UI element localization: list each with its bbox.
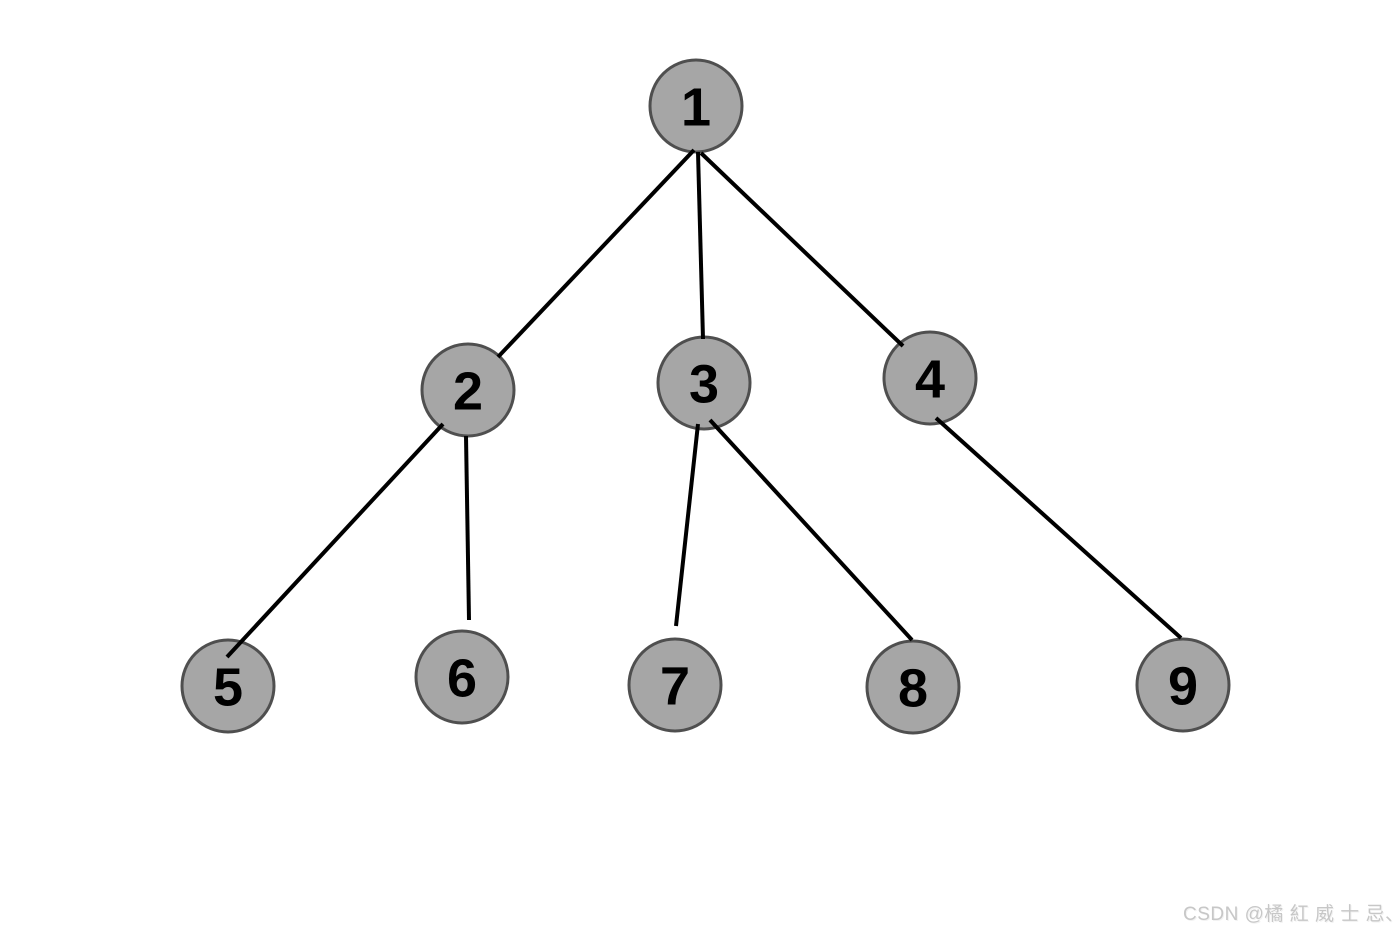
tree-edge-1-4 — [699, 151, 905, 348]
tree-node-5: 5 — [180, 638, 276, 734]
node-circle-6 — [414, 629, 510, 725]
tree-edge-1-3 — [696, 151, 705, 340]
tree-node-3: 3 — [656, 335, 752, 431]
node-label-5: 5 — [213, 657, 243, 717]
tree-edge-2-5 — [225, 422, 445, 659]
node-circle-7 — [627, 637, 723, 733]
tree-node-4: 4 — [882, 330, 978, 426]
tree-node-2: 2 — [420, 342, 516, 438]
tree-node-9: 9 — [1135, 637, 1231, 733]
tree-node-1: 1 — [648, 58, 744, 154]
node-circle-5 — [180, 638, 276, 734]
tree-edge-3-8 — [708, 418, 914, 642]
node-label-9: 9 — [1168, 656, 1198, 716]
node-circle-1 — [648, 58, 744, 154]
node-label-2: 2 — [453, 361, 483, 421]
node-circle-8 — [865, 639, 961, 735]
node-label-6: 6 — [447, 648, 477, 708]
tree-node-6: 6 — [414, 629, 510, 725]
node-label-7: 7 — [660, 656, 690, 716]
node-circle-4 — [882, 330, 978, 426]
watermark: CSDN @橘 紅 威 士 忌、 — [1183, 904, 1399, 925]
node-label-1: 1 — [681, 77, 711, 137]
tree-edge-4-9 — [934, 416, 1183, 640]
tree-edge-3-7 — [674, 423, 700, 627]
tree-edge-1-2 — [496, 148, 696, 359]
node-label-4: 4 — [915, 349, 945, 409]
tree-edges-layer — [225, 148, 1183, 659]
tree-node-8: 8 — [865, 639, 961, 735]
node-circle-9 — [1135, 637, 1231, 733]
tree-node-7: 7 — [627, 637, 723, 733]
node-label-8: 8 — [898, 658, 928, 718]
node-label-3: 3 — [689, 354, 719, 414]
tree-edge-2-6 — [464, 435, 471, 621]
tree-nodes-layer: 1 2 3 4 5 6 7 8 9 — [180, 58, 1231, 735]
